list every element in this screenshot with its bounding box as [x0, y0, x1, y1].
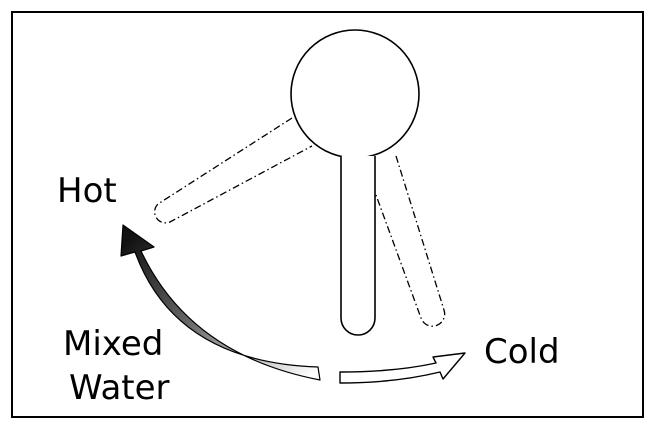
cold-label: Cold: [484, 332, 560, 372]
mixed-water-label-line1: Mixed: [63, 324, 164, 364]
hot-position-lever-outline: [154, 117, 313, 224]
hot-label: Hot: [57, 171, 117, 211]
hot-direction-arrow: [120, 224, 321, 381]
cold-position-lever-outline: [375, 155, 446, 327]
lever-handle: [340, 156, 376, 336]
cold-direction-arrow: [339, 352, 466, 384]
faucet-lever: [290, 29, 420, 336]
lever-knob: [290, 29, 420, 159]
mixed-water-label-line2: Water: [69, 368, 170, 408]
